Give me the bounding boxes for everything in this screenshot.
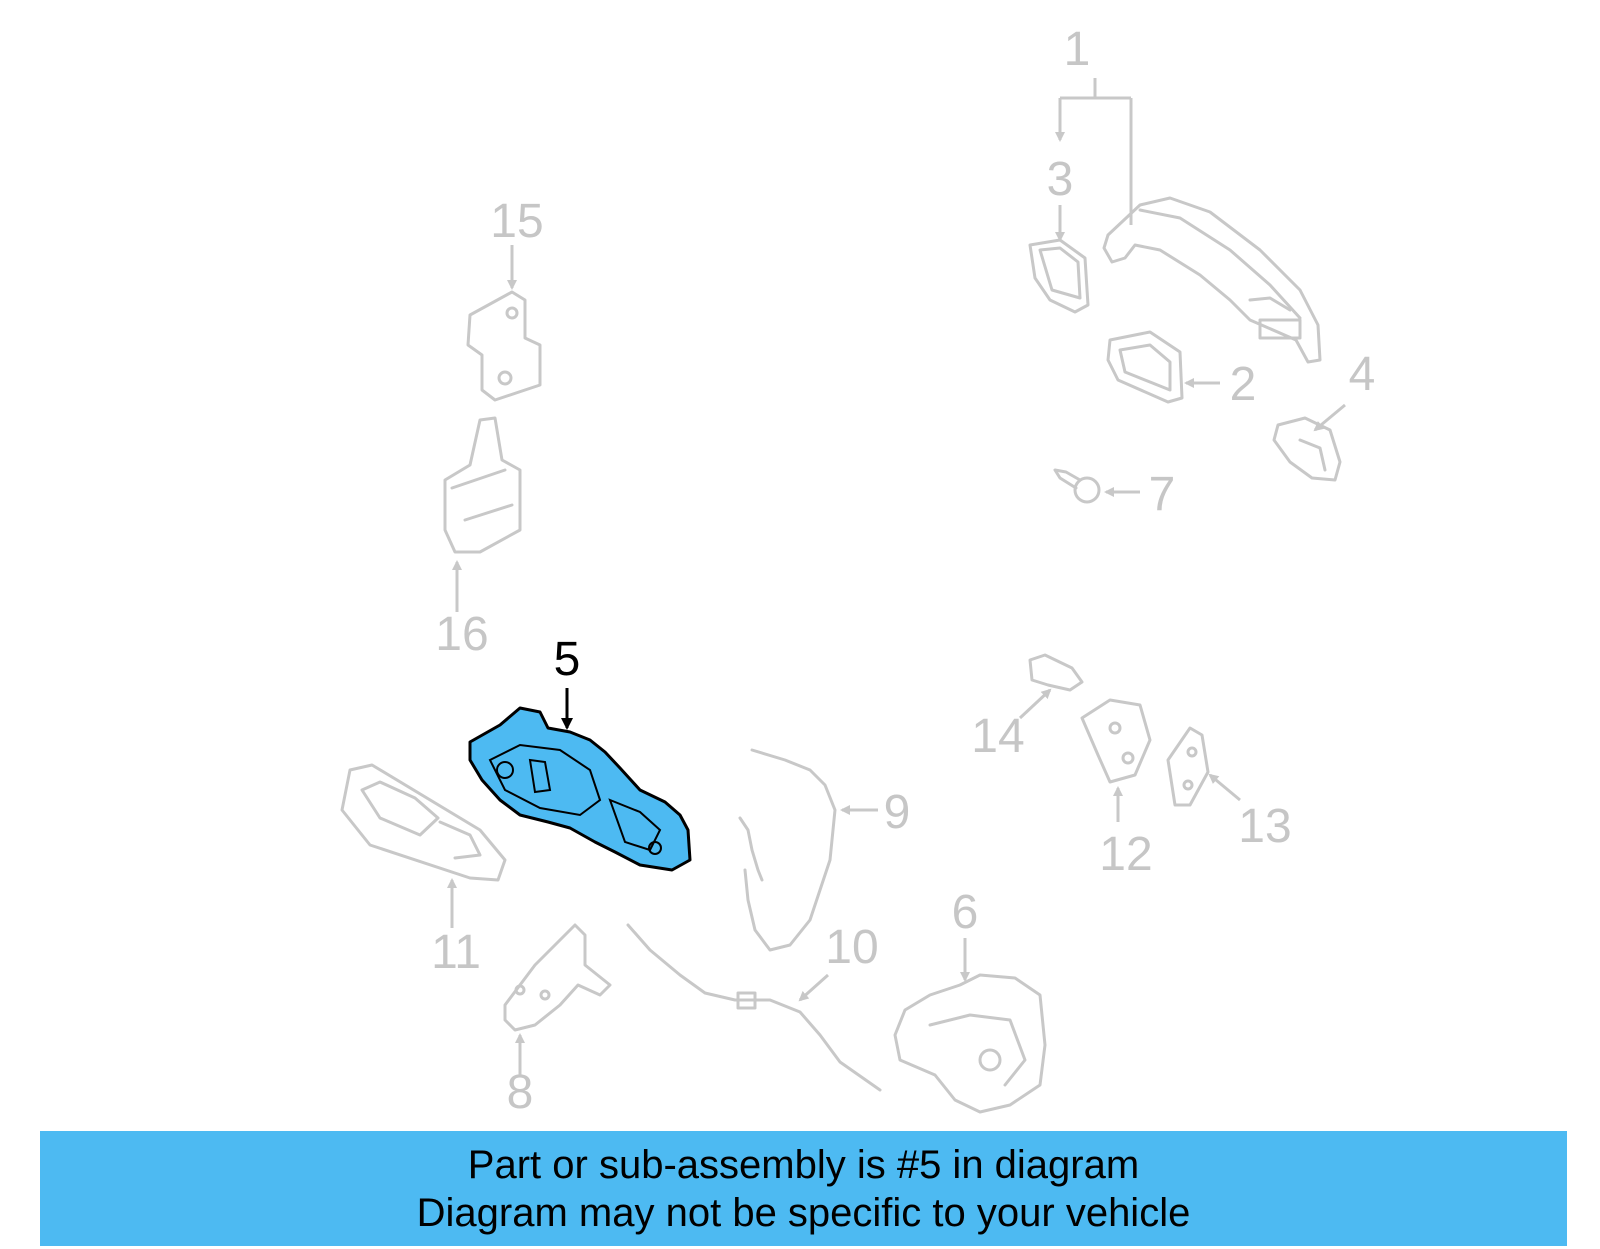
callout-6: 6 — [952, 886, 979, 939]
part-5-body — [468, 706, 692, 872]
leader-14 — [1018, 688, 1052, 720]
part-8-bracket[interactable] — [503, 923, 612, 1032]
leader-1 — [1060, 78, 1133, 225]
part-6-latch[interactable] — [893, 973, 1047, 1114]
callout-13: 13 — [1238, 800, 1291, 853]
callout-7: 7 — [1149, 468, 1176, 521]
part-7-screw[interactable] — [1053, 468, 1101, 504]
callout-15: 15 — [490, 195, 543, 248]
part-12-plate[interactable] — [1080, 698, 1152, 784]
leader-4 — [1313, 403, 1346, 432]
part-10-cable[interactable] — [626, 923, 882, 1092]
part-1-outside-handle[interactable] — [1102, 196, 1322, 364]
leader-10 — [798, 973, 829, 1002]
callout-14: 14 — [971, 710, 1024, 763]
part-16-striker[interactable] — [443, 416, 522, 554]
callout-1: 1 — [1064, 23, 1091, 76]
part-13-plate[interactable] — [1166, 726, 1210, 807]
part-9-cable[interactable] — [738, 748, 837, 952]
part-11-inside-handle[interactable] — [340, 763, 507, 882]
callout-5: 5 — [554, 633, 581, 686]
part-14-bolt[interactable] — [1028, 653, 1084, 692]
banner-line-1: Part or sub-assembly is #5 in diagram — [467, 1143, 1140, 1187]
part-4-cap[interactable] — [1272, 416, 1342, 482]
leader-13 — [1208, 773, 1241, 802]
info-banner: Part or sub-assembly is #5 in diagram Di… — [40, 1131, 1567, 1246]
part-5-handle-frame[interactable] — [468, 706, 692, 872]
callout-11: 11 — [431, 926, 481, 979]
part-15-bracket[interactable] — [466, 290, 542, 402]
part-2-bezel[interactable] — [1106, 330, 1184, 404]
callout-4: 4 — [1349, 348, 1376, 401]
callout-3: 3 — [1047, 153, 1074, 206]
callout-9: 9 — [884, 786, 911, 839]
banner-line-2: Diagram may not be specific to your vehi… — [416, 1191, 1191, 1235]
callout-16: 16 — [435, 608, 488, 661]
callout-10: 10 — [825, 921, 878, 974]
part-3-gasket[interactable] — [1028, 238, 1090, 314]
callout-12: 12 — [1099, 828, 1152, 881]
callout-2: 2 — [1230, 358, 1257, 411]
